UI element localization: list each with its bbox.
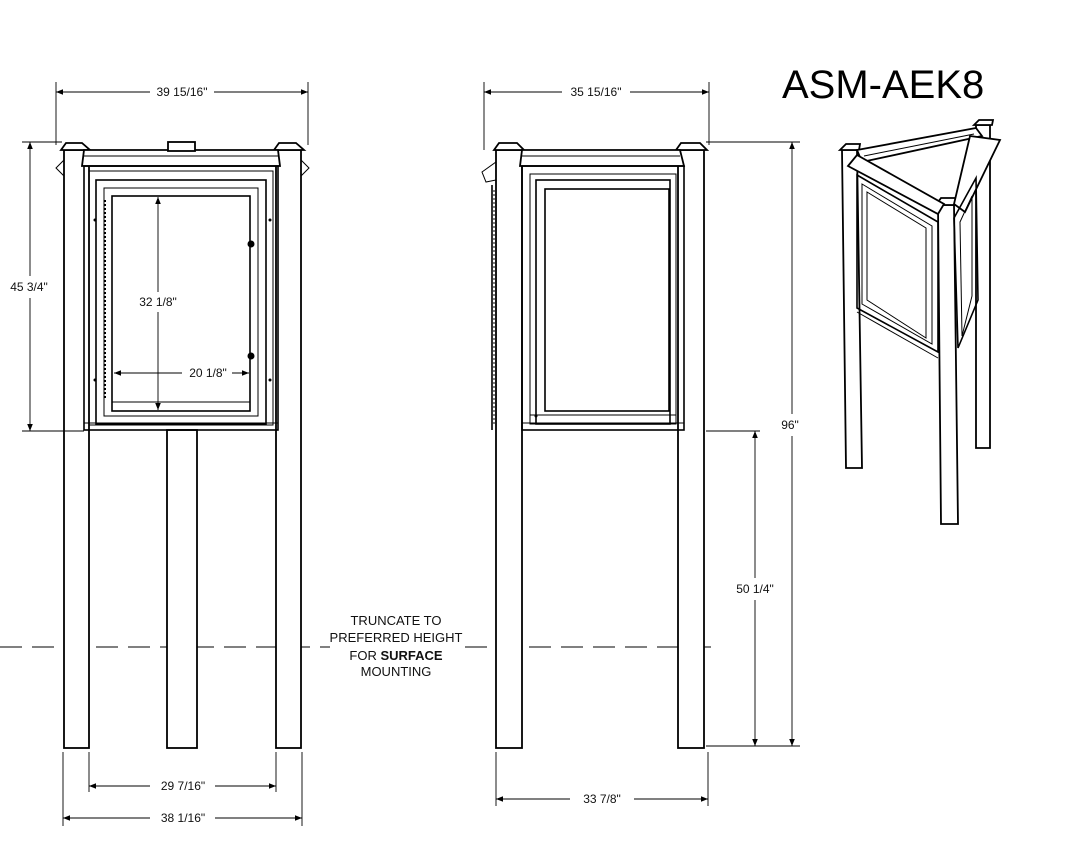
iso-cabinet-face-right (953, 174, 979, 349)
svg-text:MOUNTING: MOUNTING (361, 664, 432, 679)
front-right-post (275, 149, 302, 749)
iso-roof-front-left (846, 153, 946, 216)
svg-text:FOR SURFACE: FOR SURFACE (349, 648, 443, 663)
side-cabinet (521, 165, 685, 431)
svg-text:29 7/16": 29 7/16" (161, 779, 205, 793)
front-center-leg (166, 429, 198, 749)
front-view (55, 141, 310, 749)
truncate-note: TRUNCATE TO PREFERRED HEIGHT FOR SURFACE… (330, 613, 463, 679)
iso-cabinet-face-left (856, 173, 939, 354)
side-right-post (677, 149, 705, 749)
svg-text:38 1/16": 38 1/16" (161, 811, 205, 825)
side-left-post (495, 149, 523, 749)
front-roof (80, 149, 282, 167)
front-lock-top (247, 240, 255, 248)
front-cabinet (83, 165, 279, 431)
svg-text:20 1/8": 20 1/8" (189, 366, 227, 380)
front-roof-vent (167, 141, 196, 152)
svg-text:33 7/8": 33 7/8" (583, 792, 621, 806)
iso-roof-front-right (952, 135, 1002, 214)
svg-text:45 3/4": 45 3/4" (10, 280, 48, 294)
svg-text:PREFERRED HEIGHT: PREFERRED HEIGHT (330, 630, 463, 645)
side-view (481, 142, 710, 749)
side-roof (518, 149, 686, 167)
isometric-view (837, 119, 1002, 525)
side-dimensions: 35 15/16" 96" 50 1/4" 33 7/8" (483, 82, 800, 806)
svg-text:35 15/16": 35 15/16" (571, 85, 622, 99)
front-left-post (63, 149, 90, 749)
svg-text:96": 96" (781, 418, 799, 432)
front-dimensions: 39 15/16" 45 3/4" 32 1/8" 20 1/8" 29 7/1… (10, 82, 309, 826)
svg-text:TRUNCATE TO: TRUNCATE TO (350, 613, 441, 628)
front-viewing-area (111, 195, 251, 412)
svg-text:50 1/4": 50 1/4" (736, 582, 774, 596)
svg-text:32 1/8": 32 1/8" (139, 295, 177, 309)
front-lock-bottom (247, 352, 255, 360)
svg-text:39 15/16": 39 15/16" (157, 85, 208, 99)
model-title: ASM-AEK8 (782, 63, 984, 107)
front-left-post-cap (59, 142, 93, 151)
